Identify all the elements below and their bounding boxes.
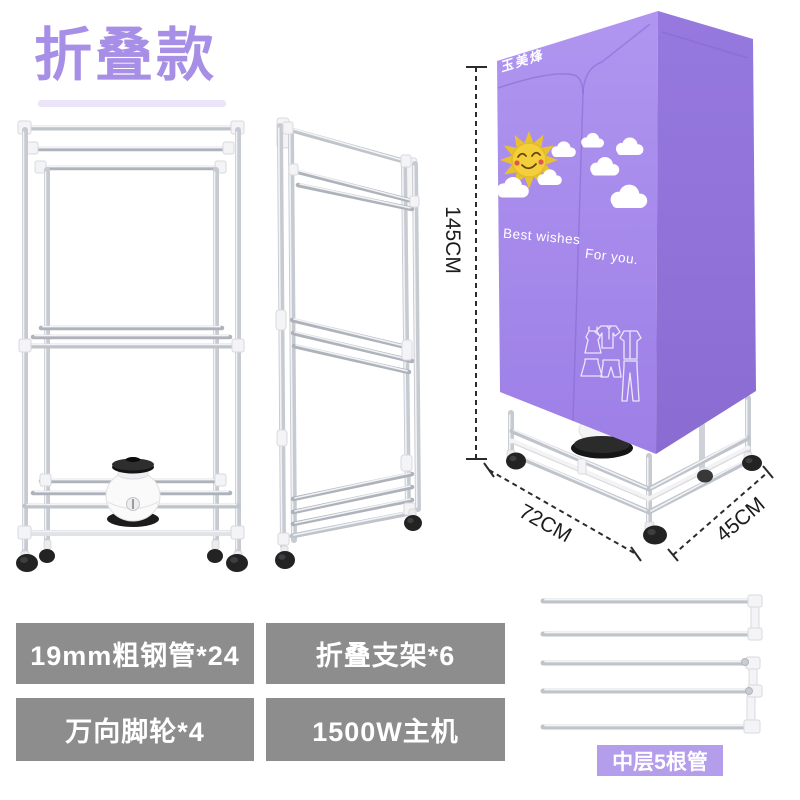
pants-icon bbox=[621, 360, 640, 402]
clothes-icons bbox=[580, 325, 642, 402]
shirt-icon bbox=[594, 325, 621, 349]
dryer-side-panel bbox=[656, 11, 756, 454]
dryer-illustration bbox=[496, 11, 756, 454]
coat-icon bbox=[619, 330, 642, 360]
heater-unit bbox=[105, 457, 161, 527]
spec-box-heater: 1500W主机 bbox=[266, 698, 505, 761]
dryer-base-frame bbox=[506, 395, 762, 545]
unfolded-rack-illustration bbox=[16, 120, 248, 572]
spec-box-folding-brackets: 折叠支架*6 bbox=[266, 623, 505, 684]
caster-wheels-dryer bbox=[506, 449, 762, 545]
dimension-lines bbox=[466, 66, 774, 562]
tube-rack-label: 中层5根管 bbox=[597, 745, 723, 776]
spec-box-steel-tubes: 19mm粗钢管*24 bbox=[16, 623, 254, 684]
width-dimension-line bbox=[488, 469, 637, 555]
skirt-icon bbox=[580, 358, 603, 377]
tube-rack-illustration bbox=[540, 594, 763, 734]
height-dimension-label: 145CM bbox=[441, 206, 464, 274]
title-underline bbox=[38, 100, 226, 107]
depth-dimension-line bbox=[672, 471, 769, 556]
caster-wheels-unfolded bbox=[16, 539, 248, 572]
spec-box-casters: 万向脚轮*4 bbox=[16, 698, 254, 761]
shorts-icon bbox=[600, 359, 622, 378]
dryer-front-panel bbox=[497, 11, 658, 454]
caster-wheels-folded bbox=[275, 508, 422, 569]
page-title: 折叠款 bbox=[34, 23, 218, 88]
folded-rack-illustration bbox=[275, 117, 422, 569]
